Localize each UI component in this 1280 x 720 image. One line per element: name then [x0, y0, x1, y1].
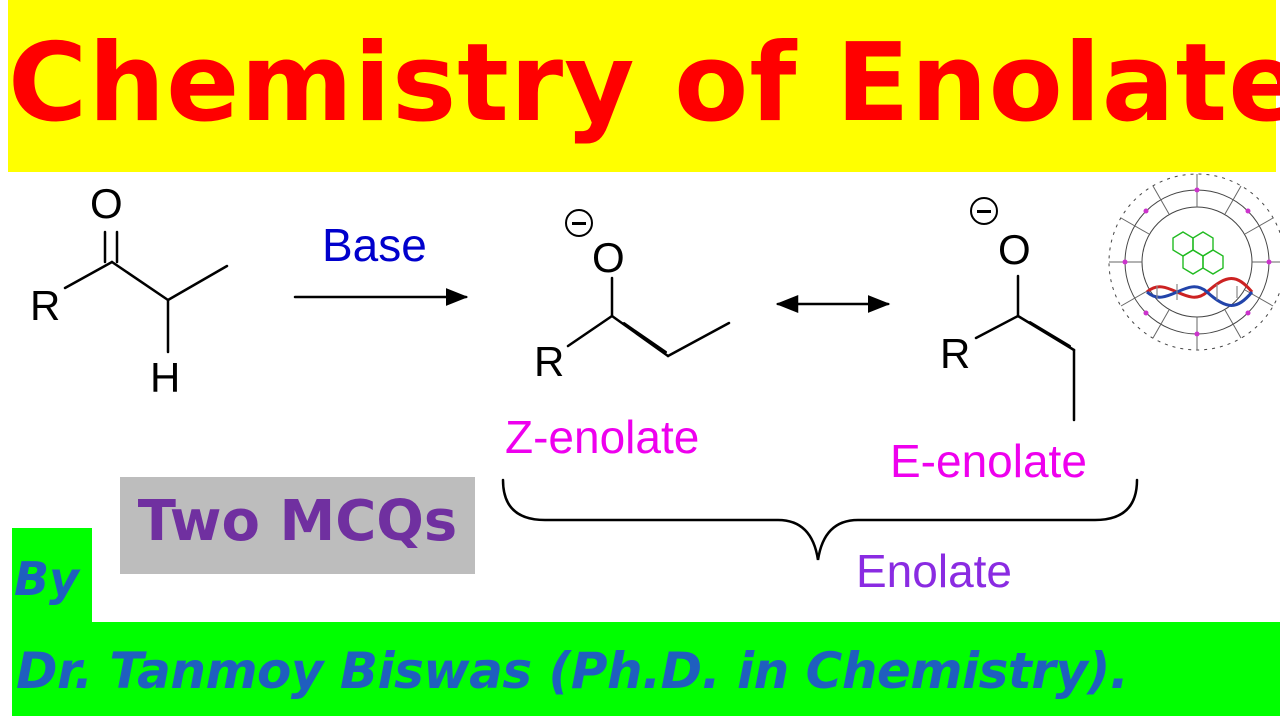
z-r-label: R — [534, 338, 565, 385]
z-enolate-bonds — [566, 276, 731, 358]
mcq-badge: Two MCQs — [120, 477, 475, 574]
z-enolate-label: Z-enolate — [505, 411, 700, 463]
e-r-label: R — [940, 330, 971, 377]
cyclodextrin-dna-icon — [1108, 173, 1280, 351]
byline-by-band — [12, 528, 92, 624]
e-oxygen-label: O — [998, 226, 1031, 273]
reactant-hydrogen-label: H — [150, 354, 181, 401]
e-negative-charge-icon — [970, 197, 998, 225]
mcq-badge-label: Two MCQs — [137, 489, 458, 554]
enolate-brace — [501, 478, 1139, 561]
reactant-r-label: R — [30, 282, 61, 329]
e-enolate-bonds — [974, 274, 1076, 422]
e-enolate-label: E-enolate — [890, 435, 1087, 487]
title-banner: Chemistry of Enolate — [8, 0, 1280, 172]
reagent-label: Base — [322, 219, 427, 271]
page-title: Chemistry of Enolate — [8, 21, 1280, 146]
reactant-oxygen-label: O — [90, 180, 123, 227]
byline-by: By — [14, 552, 80, 606]
enolate-group-label: Enolate — [856, 545, 1013, 597]
byline-author: Dr. Tanmoy Biswas (Ph.D. in Chemistry). — [16, 642, 1129, 700]
byline-band — [12, 622, 1280, 716]
reactant-ketone-bonds — [63, 230, 229, 354]
z-negative-charge-icon — [565, 209, 593, 237]
z-oxygen-label: O — [592, 234, 625, 281]
